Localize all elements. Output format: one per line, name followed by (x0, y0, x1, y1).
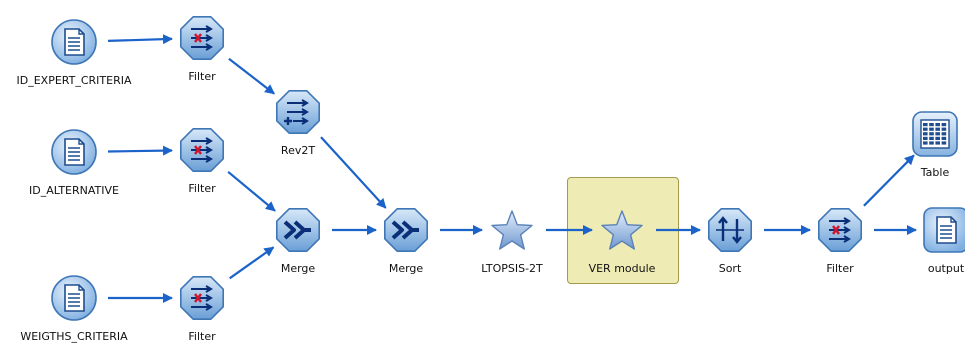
output-file-icon (923, 207, 965, 253)
merge-icon (276, 208, 320, 252)
sort-icon (708, 208, 752, 252)
node-label: Merge (280, 262, 316, 275)
link-n7-n8[interactable] (229, 246, 275, 280)
node-label: Filter (188, 330, 216, 343)
node-label: VER module (588, 262, 656, 275)
derive-icon (276, 90, 320, 134)
node-label: ID_EXPERT_CRITERIA (16, 74, 132, 87)
stream-node-supernode[interactable]: LTOPSIS-2T (452, 205, 572, 285)
stream-node-filter[interactable]: Filter (142, 13, 262, 93)
node-label: Filter (188, 182, 216, 195)
stream-node-merge[interactable]: Merge (238, 205, 358, 285)
link-n1-n2[interactable] (107, 34, 173, 45)
stream-node-supernode[interactable]: VER module (562, 205, 682, 285)
stream-node-source[interactable]: ID_ALTERNATIVE (14, 127, 134, 207)
stream-node-filter[interactable]: Filter (780, 205, 900, 285)
link-n2-n3[interactable] (228, 57, 275, 95)
node-label: Sort (718, 262, 742, 275)
node-label: Merge (388, 262, 424, 275)
filter-icon (180, 276, 224, 320)
stream-node-derive[interactable]: Rev2T (238, 87, 358, 167)
link-n13-n14[interactable] (863, 154, 915, 207)
stream-node-merge[interactable]: Merge (346, 205, 466, 285)
database-source-icon (51, 129, 97, 175)
database-source-icon (51, 275, 97, 321)
node-label: ID_ALTERNATIVE (28, 184, 119, 197)
stream-node-source[interactable]: WEIGTHS_CRITERIA (14, 273, 134, 349)
table-icon (912, 111, 958, 157)
merge-icon (384, 208, 428, 252)
link-n5-n8[interactable] (227, 170, 276, 212)
filter-icon (180, 128, 224, 172)
star-supernode-icon (601, 210, 643, 250)
filter-icon (180, 16, 224, 60)
stream-node-sort[interactable]: Sort (670, 205, 790, 285)
filter-icon (818, 208, 862, 252)
node-label: output (927, 262, 965, 275)
node-label: Filter (826, 262, 854, 275)
link-n3-n9[interactable] (320, 136, 387, 209)
star-supernode-icon (491, 210, 533, 250)
stream-node-output[interactable]: output (886, 205, 965, 285)
node-label: Table (920, 166, 950, 179)
database-source-icon (51, 19, 97, 65)
node-label: WEIGTHS_CRITERIA (20, 330, 128, 343)
link-n4-n5[interactable] (107, 145, 173, 156)
stream-node-table[interactable]: Table (875, 109, 965, 189)
stream-node-filter[interactable]: Filter (142, 273, 262, 349)
stream-node-source[interactable]: ID_EXPERT_CRITERIA (14, 17, 134, 97)
node-label: Filter (188, 70, 216, 83)
stream-node-filter[interactable]: Filter (142, 125, 262, 205)
node-label: LTOPSIS-2T (481, 262, 543, 275)
node-label: Rev2T (280, 144, 316, 157)
